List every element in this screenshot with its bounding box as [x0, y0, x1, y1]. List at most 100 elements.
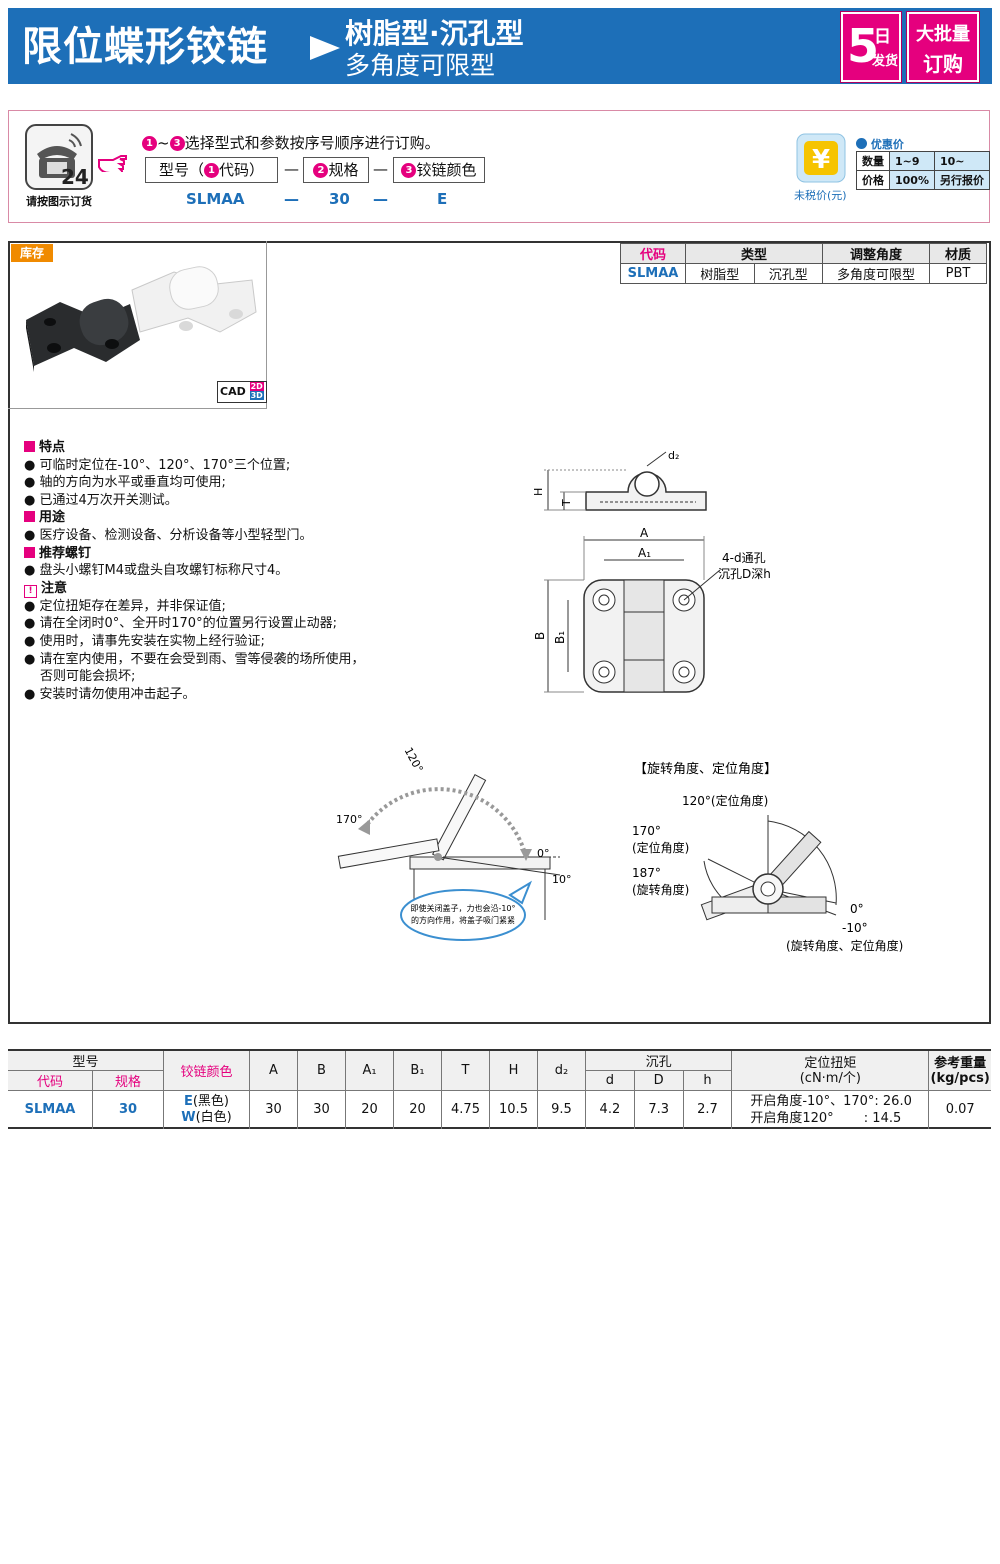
angle-diagram-positions: 【旋转角度、定位角度】 120°(定位角度) 170° (定位角度) 187° … — [632, 761, 903, 953]
product-image-box — [8, 241, 267, 409]
spec-cell-cb-h: 2.7 — [682, 1090, 732, 1129]
page-subtitle-angle: 多角度可限型 — [345, 51, 496, 80]
label-hole-2: 沉孔D深h — [718, 567, 771, 581]
price-cell: 100% — [889, 170, 935, 190]
spec-header-T: T — [441, 1051, 490, 1091]
spec-cell-H: 10.5 — [489, 1090, 538, 1129]
list-item: ● 安装时请勿使用冲击起子。 — [24, 686, 196, 702]
badge-days-unit: 日 — [874, 27, 891, 47]
spec-table-top-border — [8, 1049, 991, 1051]
square-bullet-icon — [24, 546, 35, 558]
angle-170: 170° — [336, 813, 363, 826]
torque-line1: 开启角度-10°、170°: 26.0 — [750, 1093, 912, 1109]
type-cell-material: PBT — [929, 263, 987, 284]
spec-cell-torque: 开启角度-10°、170°: 26.0 开启角度120° : 14.5 — [731, 1090, 929, 1129]
list-item: ● 请在全闭时0°、全开时170°的位置另行设置止动器; — [24, 616, 337, 632]
step-number-1: 1 — [204, 163, 219, 178]
spec-header-A1: A₁ — [345, 1051, 394, 1091]
angle-0: 0° — [537, 847, 550, 860]
box-size-label: 规格 — [328, 161, 359, 179]
features-title: 特点 — [24, 439, 365, 457]
price-cell: 10~ — [933, 151, 990, 171]
price-row-quantity: 数量 1~9 10~ — [856, 151, 990, 171]
spec-cell-cb-D: 7.3 — [633, 1090, 684, 1129]
use-title: 用途 — [24, 509, 365, 527]
list-item-text: 盘头小螺钉M4或盘头自攻螺钉标称尺寸4。 — [39, 563, 289, 579]
spec-header-row2: 代码 规格 d D h — [8, 1070, 991, 1091]
step-number-2: 2 — [313, 163, 329, 178]
label-T: T — [560, 499, 573, 507]
spec-header-B1: B₁ — [393, 1051, 442, 1091]
color-name-white: (白色) — [195, 1109, 232, 1125]
spec-cell-d2: 9.5 — [537, 1090, 586, 1129]
label-B: B — [533, 632, 547, 640]
list-item-text: 定位扭矩存在差异，并非保证值; — [39, 598, 226, 614]
spec-header-torque: 定位扭矩(cN·m/个) — [731, 1051, 929, 1091]
spec-cell-B: 30 — [297, 1090, 346, 1129]
color-option-white: W(白色) — [164, 1110, 249, 1126]
label-minus10: -10° — [842, 921, 868, 935]
label-170: 170° — [632, 824, 661, 838]
cad-2d: 2D — [249, 382, 264, 391]
angle-10: 10° — [552, 873, 572, 886]
label-B1: B₁ — [553, 631, 567, 644]
list-item: ● 可临时定位在-10°、120°、170°三个位置; — [24, 457, 291, 473]
spec-header-size: 规格 — [92, 1070, 164, 1091]
badge-bulk-line2: 订购 — [923, 52, 963, 76]
angle-120: 120° — [402, 745, 426, 775]
spec-cell-T: 4.75 — [441, 1090, 490, 1129]
label-A: A — [640, 526, 649, 540]
bubble-line2: 的方向作用，将盖子吸门紧紧 — [411, 915, 515, 925]
spec-header-counterbore: 沉孔 — [584, 1051, 732, 1071]
list-item: ● 使用时，请事先安装在实物上经行验证; — [24, 633, 265, 649]
spec-header-B: B — [297, 1051, 346, 1091]
torque-header-line2: (cN·m/个) — [799, 1070, 861, 1086]
cad-download-icon[interactable]: CAD 2D 3D — [217, 381, 267, 403]
pointing-hand-icon — [98, 155, 127, 172]
weight-header-line2: (kg/pcs) — [930, 1070, 990, 1086]
color-code-E: E — [183, 1093, 193, 1109]
box-model-label: 型号（ — [158, 161, 204, 179]
spec-cell-A: 30 — [249, 1090, 298, 1129]
torque-header-line1: 定位扭矩 — [804, 1055, 857, 1071]
badge-days-number: 5 — [847, 19, 880, 73]
list-item-continued: 否则可能会损坏; — [40, 669, 136, 685]
stock-label: 库存 — [11, 244, 53, 262]
cad-formats: 2D 3D — [249, 382, 264, 400]
step-number-3: 3 — [169, 136, 185, 151]
instruction-tilde: ~ — [157, 134, 170, 152]
spec-data-row: SLMAA 30 E(黑色) W(白色) 30 30 20 20 4.75 10… — [8, 1090, 991, 1129]
example-size: 30 — [329, 190, 350, 208]
spec-cell-color: E(黑色) W(白色) — [163, 1090, 250, 1129]
label-187-rotation: (旋转角度) — [632, 882, 689, 897]
step-number-1: 1 — [142, 136, 157, 151]
spec-header-cb-D: D — [633, 1070, 684, 1091]
product-detail-frame — [8, 241, 991, 1024]
price-table: 数量 1~9 10~ 价格 100% 另行报价 — [856, 151, 990, 190]
list-item: ● 已通过4万次开关测试。 — [24, 492, 178, 508]
use-title-text: 用途 — [39, 510, 66, 526]
list-item-text: 已通过4万次开关测试。 — [39, 492, 178, 508]
spec-header-cb-d: d — [585, 1070, 635, 1091]
arrow-right-icon — [310, 36, 340, 60]
angle-diagram-open: 120° 170° 0° 10° 即使关闭盖子，力也会沿-10° 的方向作用，将… — [336, 745, 572, 941]
note-title-text: 注意 — [41, 580, 68, 596]
warning-icon: ! — [24, 584, 37, 598]
color-option-black: E(黑色) — [164, 1094, 249, 1110]
spec-header-cb-h: h — [682, 1070, 732, 1091]
box-model-suffix: 代码） — [219, 161, 265, 179]
label-120-position: 120°(定位角度) — [682, 793, 768, 808]
list-item: ● 请在室内使用，不要在会受到雨、雪等侵袭的场所使用， — [24, 651, 365, 667]
type-header-code: 代码 — [620, 243, 686, 264]
spec-header-H: H — [489, 1051, 538, 1091]
label-d2: d₂ — [668, 449, 679, 462]
list-item: ● 医疗设备、检测设备、分析设备等小型轻型门。 — [24, 527, 313, 543]
spec-header-d2: d₂ — [537, 1051, 586, 1091]
phone-24-icon: 24 — [25, 124, 93, 190]
spec-header-weight: 参考重量(kg/pcs) — [928, 1051, 991, 1091]
type-cell-code: SLMAA — [620, 263, 686, 284]
type-table-header: 代码 类型 调整角度 材质 — [620, 243, 987, 264]
color-code-W: W — [181, 1109, 196, 1125]
